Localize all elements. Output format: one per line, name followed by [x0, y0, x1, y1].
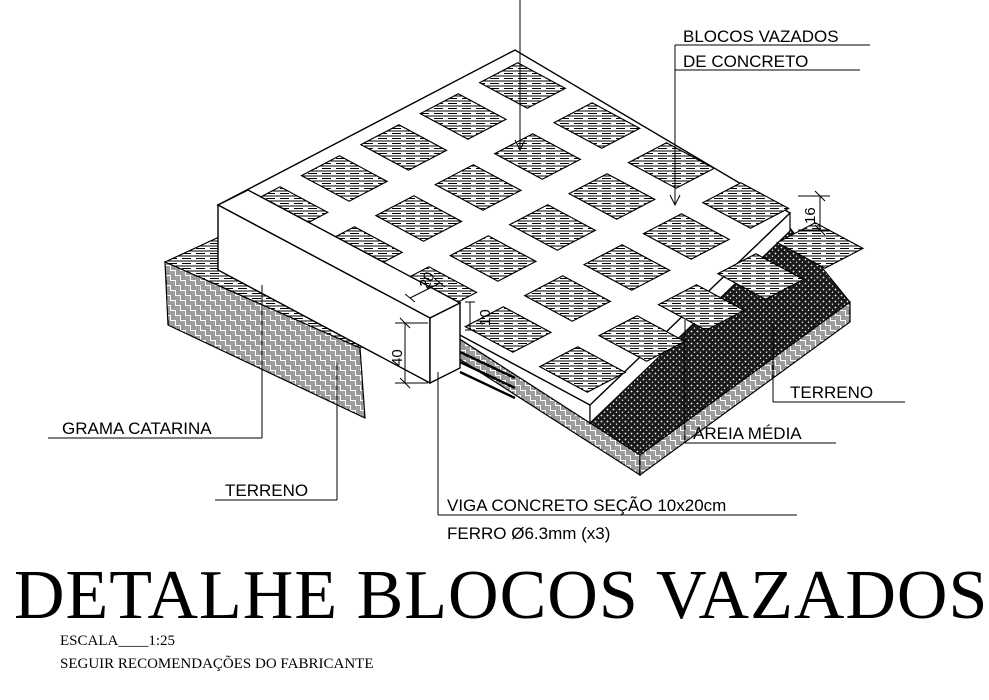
dimension-block-height: 16	[798, 190, 830, 236]
label-grama-catarina: GRAMA CATARINA	[62, 419, 212, 438]
grass-cell	[657, 284, 746, 331]
concrete-beam	[216, 189, 516, 400]
dimension-beam-height: 40	[389, 317, 428, 389]
grass-cell	[419, 93, 508, 140]
grass-cell	[776, 222, 865, 269]
dimension-beam-depth: 10	[465, 301, 494, 331]
grass-cell	[300, 155, 389, 202]
detail-drawing: 16 40 20 10 BLOCOS VAZADOS DE CONCRETO T…	[48, 0, 905, 543]
grass-cell	[434, 164, 523, 211]
dimension-10-label: 10	[477, 309, 494, 326]
grass-cell	[374, 195, 463, 242]
drawing-title: DETALHE BLOCOS VAZADOS	[14, 557, 989, 634]
grass-cell	[464, 306, 553, 353]
label-blocos-line1: BLOCOS VAZADOS	[683, 27, 839, 46]
scale-note: ESCALA____1:25	[60, 633, 176, 649]
label-terreno-right: TERRENO	[790, 383, 873, 402]
grass-cell	[642, 213, 731, 260]
dimension-beam-width: 20	[404, 269, 446, 303]
label-viga: VIGA CONCRETO SEÇÃO 10x20cm	[447, 496, 726, 515]
leader-lines	[48, 0, 905, 516]
dimension-16-label: 16	[802, 207, 819, 224]
grass-cell	[359, 124, 448, 171]
grass-cell	[449, 235, 538, 282]
label-areia-media: AREIA MÉDIA	[693, 424, 802, 443]
grass-cell	[627, 142, 716, 189]
grass-cell	[538, 346, 627, 393]
dimension-40-label: 40	[389, 349, 406, 366]
grass-cell	[552, 102, 641, 149]
label-terreno-left: TERRENO	[225, 481, 308, 500]
grass-cell	[523, 275, 612, 322]
grass-cell	[567, 173, 656, 220]
grass-cell	[508, 204, 597, 251]
grass-cell	[582, 244, 671, 291]
label-ferro: FERRO Ø6.3mm (x3)	[447, 524, 610, 543]
dimension-20-label: 20	[416, 269, 438, 291]
grass-cell	[701, 182, 790, 229]
grass-cell	[716, 253, 805, 300]
recommendation-note: SEGUIR RECOMENDAÇÕES DO FABRICANTE	[60, 656, 374, 672]
block-slab-top	[216, 49, 792, 406]
label-blocos-line2: DE CONCRETO	[683, 52, 808, 71]
grass-cell	[478, 62, 567, 109]
